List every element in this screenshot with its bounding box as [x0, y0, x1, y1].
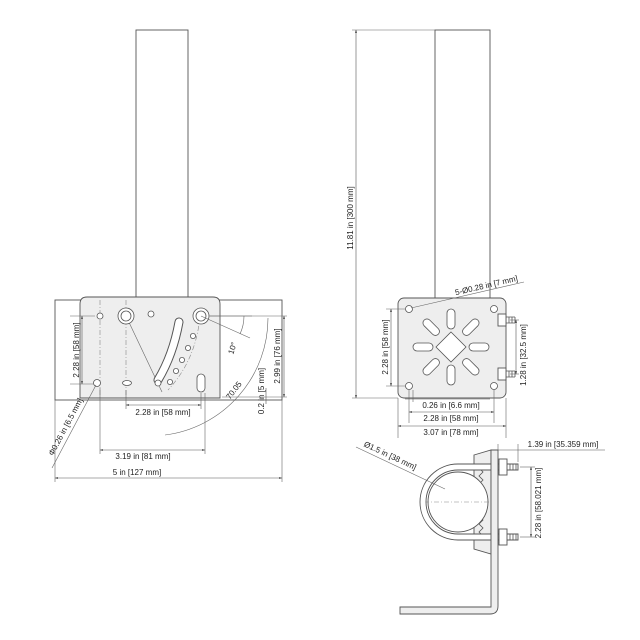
left-slot-small: [122, 380, 132, 386]
dim-edge-offset: 0.2 in [5 mm]: [257, 368, 266, 414]
dim-pole-length: 11.81 in [300 mm]: [346, 186, 355, 249]
dim-side-bolt-spacing: 2.28 in [58.021 mm]: [534, 468, 543, 539]
l-bracket: [399, 449, 499, 615]
dim-front-hole-spacing: 2.28 in [58 mm]: [423, 414, 478, 423]
nut: [497, 313, 507, 327]
leader-holes: [410, 281, 525, 309]
left-arc-centerline: [167, 315, 201, 391]
front-hole-top-left: [405, 305, 413, 313]
radius-arc: [164, 317, 269, 436]
front-hole-top-right: [490, 305, 498, 313]
angle-line-inclined: [200, 315, 251, 339]
leader-hole-diameter: [51, 384, 97, 469]
slot: [446, 308, 456, 330]
slot: [462, 358, 480, 376]
arc-hole: [166, 378, 173, 385]
dim-hole-diameter: Φ0.26 in [6.5 mm]: [47, 397, 85, 458]
bolt-thread: [509, 464, 517, 470]
front-cross-slots: [412, 308, 490, 386]
left-hole-bottom-mid: [154, 379, 162, 387]
side-bolt-bottom: [498, 528, 517, 546]
dim-total-height: 2.99 in [76 mm]: [273, 328, 282, 383]
front-hole-bottom-left: [405, 382, 413, 390]
front-hole-bottom-right: [490, 382, 498, 390]
left-mounting-plate: [79, 296, 221, 399]
left-pole: [135, 29, 189, 301]
left-slot-vertical: [196, 373, 206, 393]
dim-front-plate-height: 2.28 in [58 mm]: [381, 319, 390, 374]
center-cutout: [435, 331, 467, 363]
left-hole-bottom-left: [93, 379, 101, 387]
slot: [412, 342, 434, 352]
dim-bolt-projection: 1.39 in [35.359 mm]: [528, 440, 599, 449]
front-bolt-bottom: [497, 367, 516, 381]
dim-slot-span: 3.19 in [81 mm]: [115, 452, 170, 461]
dim-front-hole-diameter: 0.26 in [6.6 mm]: [422, 401, 479, 410]
slot: [422, 358, 440, 376]
front-bolt-top: [497, 313, 516, 327]
slot: [422, 318, 440, 336]
bolt-thread: [509, 534, 517, 540]
dim-plate-height: 2.28 in [58 mm]: [72, 322, 81, 377]
bolt-thread: [506, 370, 516, 378]
front-pole: [434, 29, 491, 299]
arc-hole: [184, 344, 191, 351]
leader-pipe-diameter: [355, 446, 446, 490]
nut: [497, 367, 507, 381]
side-bolt-top: [498, 458, 517, 476]
left-hole-top-left: [96, 312, 104, 320]
slot: [462, 318, 480, 336]
slot: [446, 364, 456, 386]
front-view: 11.81 in [300 mm] 5-Ø0.28 in [7 mm]: [346, 29, 528, 438]
left-arc-holes: [166, 332, 196, 385]
dim-angle: 10°: [226, 341, 238, 355]
nut: [498, 528, 508, 546]
left-curved-slot: [153, 317, 184, 385]
dim-overall-width: 5 in [127 mm]: [113, 468, 161, 477]
left-hole-top-mid: [147, 310, 155, 318]
side-view: Ø1.5 in [38 mm] 1.39 in [35.359 mm] 2.28…: [355, 440, 605, 615]
bolt-thread: [506, 316, 516, 324]
arc-hole: [178, 356, 185, 363]
dim-bolt-spacing: 1.28 in [32.5 mm]: [519, 324, 528, 386]
left-view: 10° 70.05 2.28 in [58 mm] 2.99 in [76 mm…: [47, 29, 287, 482]
left-nut-inner: [120, 310, 132, 322]
dim-pipe-diameter: Ø1.5 in [38 mm]: [362, 440, 417, 472]
slot: [468, 342, 490, 352]
dim-hole-spacing: 2.28 in [58 mm]: [135, 408, 190, 417]
arc-hole: [189, 332, 196, 339]
nut: [498, 458, 508, 476]
arc-hole: [172, 367, 179, 374]
dim-plate-width: 3.07 in [78 mm]: [423, 428, 478, 437]
